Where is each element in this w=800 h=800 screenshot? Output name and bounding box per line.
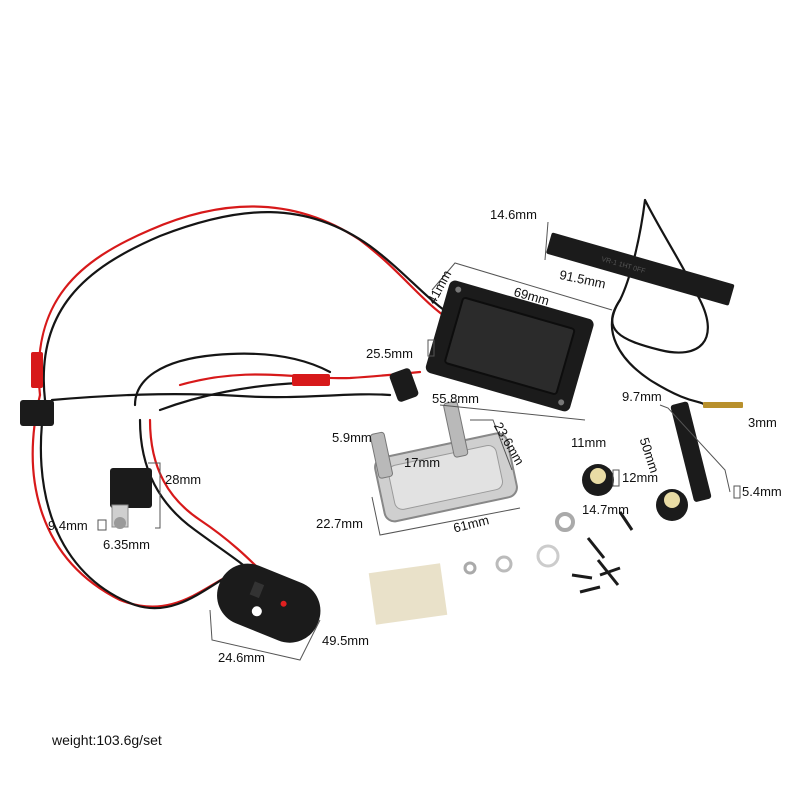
- dim-plate-width: 24.6mm: [218, 650, 265, 665]
- dim-plate-length: 49.5mm: [322, 633, 369, 648]
- dim-jack-plug: 6.35mm: [103, 537, 150, 552]
- preamp-module: [370, 400, 518, 523]
- red-connector: [20, 352, 330, 426]
- dim-pickup-width: 14.6mm: [490, 207, 537, 222]
- weight-caption: weight:103.6g/set: [52, 732, 162, 748]
- dim-pot-shaft: 5.9mm: [332, 430, 372, 445]
- dim-knob-diameter: 11mm: [571, 435, 607, 450]
- dimension-lines: [97, 221, 741, 661]
- dim-knob-height: 12mm: [622, 470, 659, 485]
- black-wire: [39, 198, 709, 610]
- battery-box: [425, 280, 594, 412]
- end-pin-jack: [110, 468, 152, 529]
- hardware-parts: [368, 511, 634, 625]
- pickup-plug: [703, 402, 743, 408]
- undersaddle-pickup: VR-1 1HT 0FF: [546, 232, 735, 306]
- dim-strip-width: 5.4mm: [742, 484, 782, 499]
- dim-piezo-wire: 3mm: [748, 415, 777, 430]
- knob-volume: [582, 464, 614, 496]
- dim-battery-inner: 55.8mm: [432, 391, 479, 406]
- output-jack-black: [389, 368, 419, 402]
- dim-knob-cap: 14.7mm: [582, 502, 629, 517]
- dim-piezo-diameter: 9.7mm: [622, 389, 662, 404]
- dim-battery-depth: 25.5mm: [366, 346, 413, 361]
- dim-pot-shaft-height: 17mm: [404, 455, 441, 470]
- dim-preamp-height: 22.7mm: [316, 516, 363, 531]
- knob-tone: [656, 489, 688, 521]
- dim-jack-thread: 9.4mm: [48, 518, 88, 533]
- dim-jack-height: 28mm: [165, 472, 202, 487]
- red-wire: [31, 205, 452, 608]
- mounting-strip: [670, 401, 712, 502]
- control-plate: [217, 563, 321, 643]
